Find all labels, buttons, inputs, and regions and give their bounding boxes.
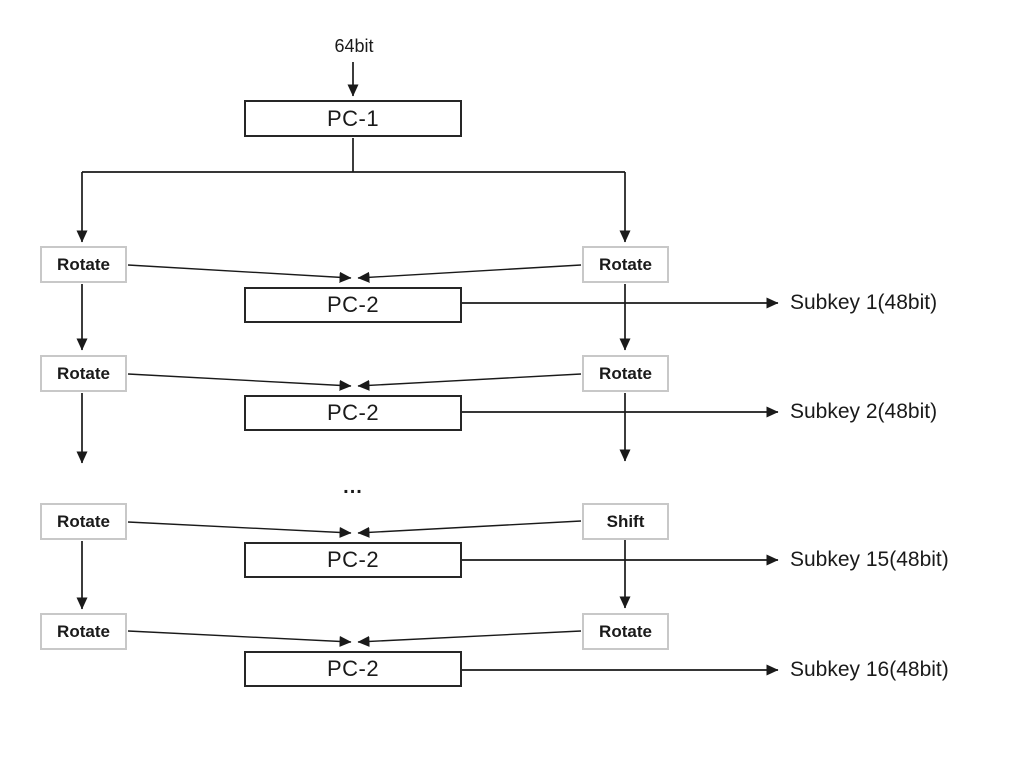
arrow-row4-right-to-pc2	[357, 630, 582, 647]
row4-rotate-left-box: Rotate	[40, 613, 127, 650]
row4-rotate-right-label: Rotate	[599, 621, 652, 641]
row4-pc2-label: PC-2	[326, 656, 380, 681]
row2-subkey-label: Subkey 2(48bit)	[790, 400, 938, 423]
arrow-row3-left-to-pc2	[127, 521, 352, 538]
row1-subkey-label: Subkey 1(48bit)	[790, 291, 938, 314]
row4-pc2-box: PC-2	[244, 651, 462, 687]
row2-pc2-label: PC-2	[326, 400, 380, 425]
input-bits-label: 64bit	[334, 36, 374, 56]
arrow-row4-left-to-pc2	[127, 630, 352, 647]
row1-pc2-label: PC-2	[326, 292, 380, 317]
row3-pc2-label: PC-2	[326, 547, 380, 572]
row1-rotate-left-box: Rotate	[40, 246, 127, 283]
arrow-row1-right-to-pc2	[357, 264, 582, 283]
arrow-row2-left-to-pc2	[127, 373, 352, 391]
arrow-row2-right-to-pc2	[357, 373, 582, 391]
row4-subkey-label: Subkey 16(48bit)	[790, 658, 949, 681]
pc1-label: PC-1	[326, 105, 380, 131]
row2-rotate-right-box: Rotate	[582, 355, 669, 392]
rounds-ellipsis: ...	[343, 476, 363, 498]
row1-pc2-box: PC-2	[244, 287, 462, 323]
arrow-row1-left-to-pc2	[127, 264, 352, 283]
row2-rotate-left-box: Rotate	[40, 355, 127, 392]
row3-subkey-label: Subkey 15(48bit)	[790, 548, 949, 571]
row1-rotate-right-label: Rotate	[599, 254, 652, 274]
pc1-box: PC-1	[244, 100, 462, 137]
row3-shift-right-label: Shift	[606, 511, 645, 531]
row2-rotate-left-label: Rotate	[57, 363, 110, 383]
row3-rotate-left-box: Rotate	[40, 503, 127, 540]
row2-rotate-right-label: Rotate	[599, 363, 652, 383]
arrow-row3-right-to-pc2	[357, 520, 582, 538]
row3-rotate-left-label: Rotate	[57, 511, 110, 531]
row3-shift-right-box: Shift	[582, 503, 669, 540]
row1-rotate-right-box: Rotate	[582, 246, 669, 283]
row4-rotate-right-box: Rotate	[582, 613, 669, 650]
row2-pc2-box: PC-2	[244, 395, 462, 431]
row1-rotate-left-label: Rotate	[57, 254, 110, 274]
row3-pc2-box: PC-2	[244, 542, 462, 578]
row4-rotate-left-label: Rotate	[57, 621, 110, 641]
